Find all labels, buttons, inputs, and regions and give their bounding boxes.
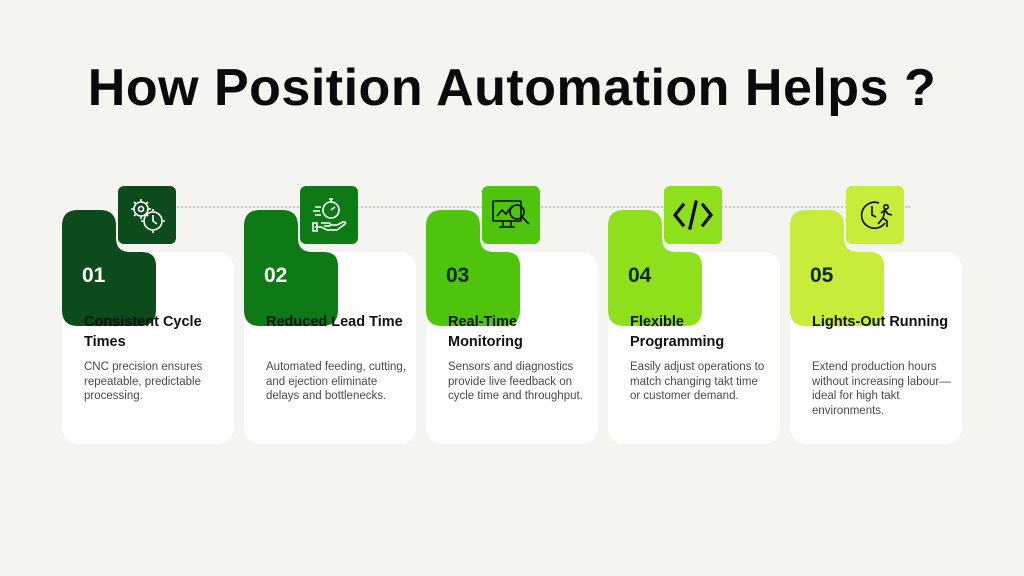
step-card-2: 02 Reduced Lead Time Automated feeding, … xyxy=(244,186,416,444)
step-heading: Reduced Lead Time xyxy=(266,314,403,330)
step-description: Extend production hours without increasi… xyxy=(812,361,951,417)
step-number: 02 xyxy=(264,264,288,287)
page-title: How Position Automation Helps ? xyxy=(87,59,937,117)
step-card-1: 01 Consistent Cycle Times CNC precision … xyxy=(62,186,234,444)
gears-clock-icon xyxy=(131,199,165,233)
step-number: 05 xyxy=(810,264,834,287)
number-tab xyxy=(790,210,884,326)
number-tab xyxy=(62,210,156,326)
step-number: 04 xyxy=(628,264,652,287)
monitor-magnifier-icon xyxy=(492,200,530,228)
step-heading: Flexible Programming xyxy=(630,314,725,350)
icon-box xyxy=(664,186,722,244)
step-card-4: 04 Flexible Programming Easily adjust op… xyxy=(608,186,780,444)
number-tab xyxy=(608,210,702,326)
icon-box xyxy=(300,186,358,244)
step-card-3: 03 Real-Time Monitoring Sensors and diag… xyxy=(426,186,598,444)
icon-box xyxy=(846,186,904,244)
step-description: Easily adjust operations to match changi… xyxy=(630,361,765,402)
number-tab xyxy=(244,210,338,326)
step-heading: Lights-Out Running xyxy=(812,314,949,330)
step-description: Sensors and diagnostics provide live fee… xyxy=(448,361,583,402)
step-card-5: 05 Lights-Out Running Extend production … xyxy=(790,186,962,444)
step-heading: Consistent Cycle Times xyxy=(84,314,202,350)
icon-box xyxy=(482,186,540,244)
clock-runner-icon xyxy=(860,201,893,230)
step-description: Automated feeding, cutting, and ejection… xyxy=(266,361,407,402)
number-tab xyxy=(426,210,520,326)
step-number: 01 xyxy=(82,264,106,287)
step-description: CNC precision ensures repeatable, predic… xyxy=(84,361,203,402)
step-heading: Real-Time Monitoring xyxy=(448,314,523,350)
icon-box xyxy=(118,186,176,244)
step-number: 03 xyxy=(446,264,470,287)
code-brackets-icon xyxy=(672,200,714,230)
hand-stopwatch-icon xyxy=(312,198,347,232)
